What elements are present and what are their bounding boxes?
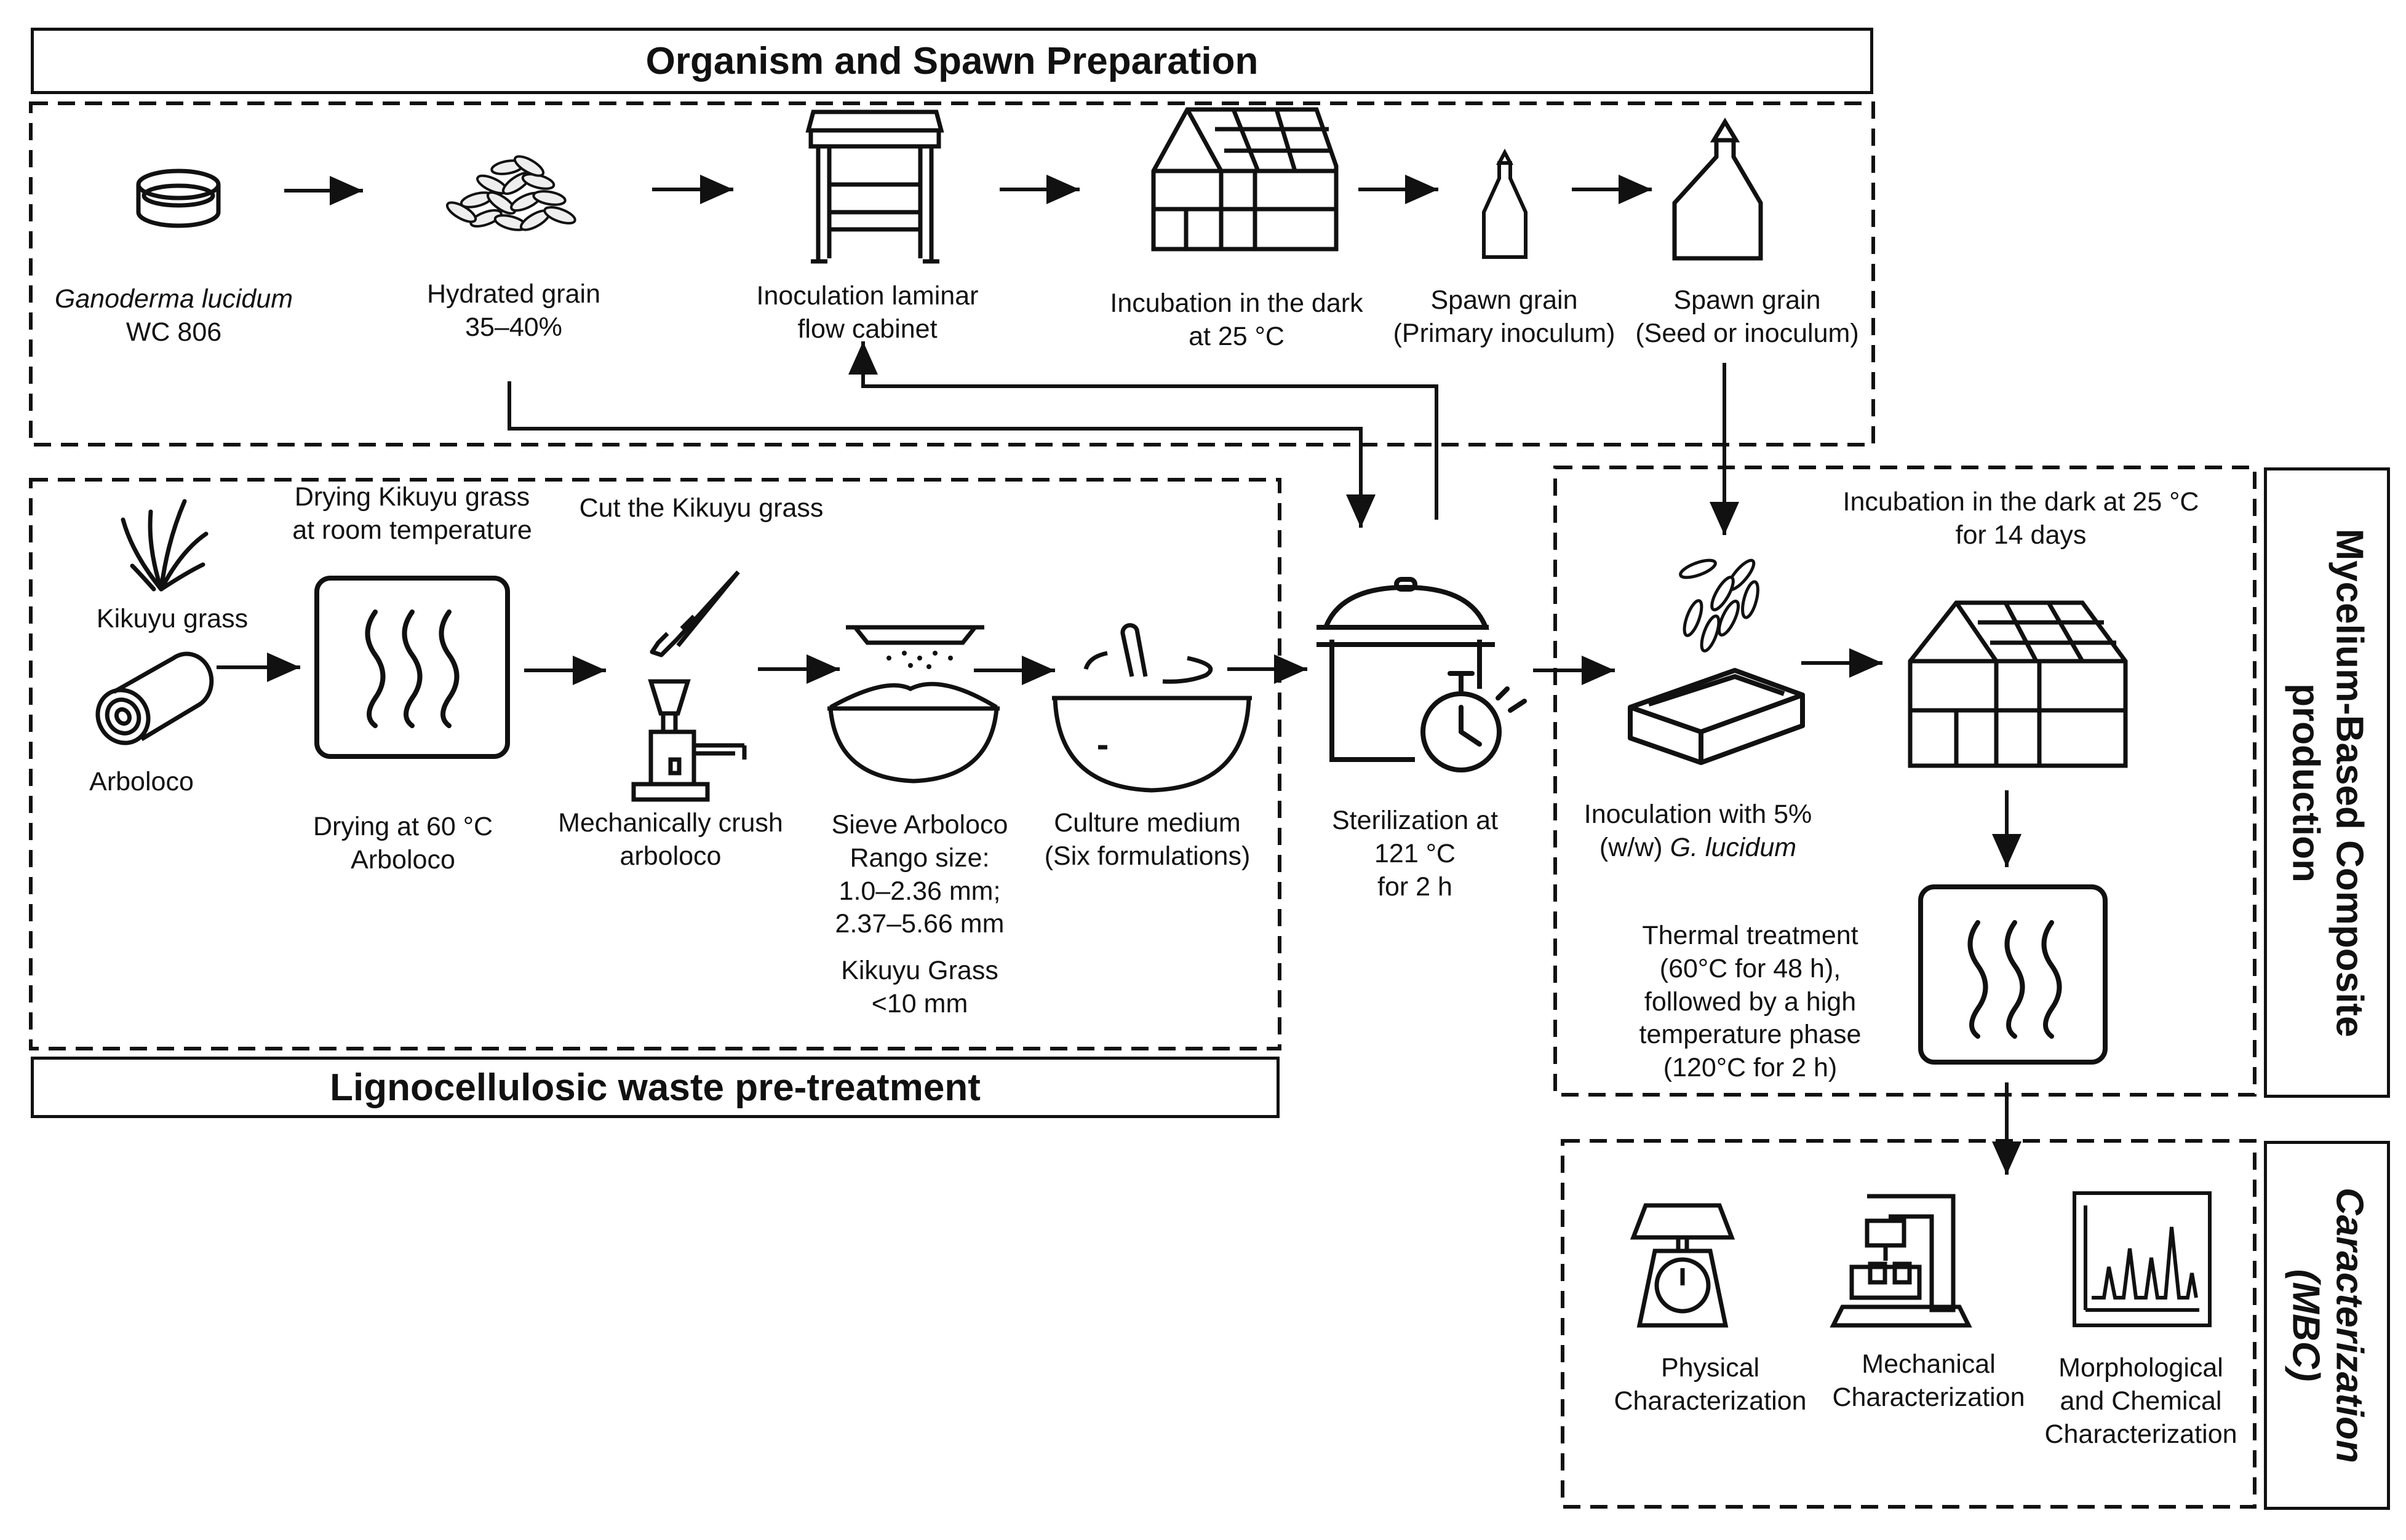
culture-medium-label: Culture medium (Six formulations) xyxy=(1044,808,1251,871)
seeds-icon xyxy=(1679,558,1759,653)
drying-oven-icon xyxy=(1918,884,2108,1065)
stopwatch-icon xyxy=(1420,671,1527,772)
small-bottle-icon xyxy=(1482,148,1528,259)
inoculation-label: Inoculation with 5% (w/w) G. lucidum xyxy=(1583,800,1812,862)
sieve-label: Sieve Arboloco Rango size: 1.0–2.36 mm; … xyxy=(831,810,1008,939)
spawn-section-title: Organism and Spawn Preparation xyxy=(31,28,1873,94)
morph-chem-label: Morphological and Chemical Characterizat… xyxy=(2044,1353,2237,1449)
composite-frame xyxy=(1553,466,2257,1097)
composite-title-line2: production xyxy=(2284,683,2327,883)
arboloco-label: Arboloco xyxy=(89,767,194,796)
sterilization-label: Sterilization at 121 °C for 2 h xyxy=(1331,806,1499,902)
kikuyu-size-label: Kikuyu Grass <10 mm xyxy=(841,956,998,1018)
physical-label: Physical Characterization xyxy=(1614,1353,1807,1416)
spawn-frame xyxy=(29,101,1875,447)
waste-frame xyxy=(29,478,1281,1050)
greenhouse-icon xyxy=(1908,600,2128,768)
incubation-14-label: Incubation in the dark at 25 °C for 14 d… xyxy=(1842,487,2199,550)
characterization-frame xyxy=(1561,1139,2257,1509)
flow-cabinet-label: Inoculation laminar flow cabinet xyxy=(756,281,979,344)
petri-dish-icon xyxy=(136,169,221,228)
waste-section-title-text: Lignocellulosic waste pre-treatment xyxy=(330,1066,981,1109)
grinder-icon xyxy=(631,679,747,802)
mechanical-label: Mechanical Characterization xyxy=(1832,1349,2025,1412)
characterization-section-title: Caracterization (MBC) xyxy=(2264,1141,2390,1510)
spawn-section-title-text: Organism and Spawn Preparation xyxy=(645,39,1259,82)
spectrum-chart-icon xyxy=(2073,1191,2212,1327)
spawn-primary-label: Spawn grain (Primary inoculum) xyxy=(1393,285,1615,348)
mixing-bowl-icon xyxy=(1052,623,1252,793)
composite-title-line1: Mycelium-Based Composite xyxy=(2327,528,2370,1037)
cut-grass-label: Cut the Kikuyu grass xyxy=(579,493,824,523)
characterization-title-line2: (MBC) xyxy=(2284,1269,2327,1382)
drying-60-label: Drying at 60 °C Arboloco xyxy=(313,812,493,875)
arrow-grain-to-sterilization xyxy=(508,381,1376,528)
crush-label: Mechanically crush arboloco xyxy=(558,808,783,871)
drying-oven-icon xyxy=(314,576,510,759)
tray-icon xyxy=(1628,668,1805,765)
knife-icon xyxy=(650,570,740,657)
waste-section-title: Lignocellulosic waste pre-treatment xyxy=(31,1057,1280,1118)
sieve-bowl-icon xyxy=(827,625,1000,784)
scale-icon xyxy=(1630,1203,1735,1328)
arrow-sterilization-to-cabinet xyxy=(848,341,1438,520)
thermal-treatment-label: Thermal treatment (60°C for 48 h), follo… xyxy=(1639,921,1862,1082)
spawn-seed-label: Spawn grain (Seed or inoculum) xyxy=(1635,285,1859,348)
characterization-title-line1: Caracterization xyxy=(2327,1188,2370,1463)
greenhouse-icon xyxy=(1151,107,1339,252)
organism-label: Ganoderma lucidum WC 806 xyxy=(54,284,293,347)
composite-section-title: Mycelium-Based Composite production xyxy=(2264,467,2390,1098)
flow-cabinet-icon xyxy=(805,109,944,264)
microscope-icon xyxy=(1830,1194,1972,1328)
drying-grass-label: Drying Kikuyu grass at room temperature xyxy=(292,482,532,545)
grain-pile-icon xyxy=(445,155,576,231)
hydrated-grain-label: Hydrated grain 35–40% xyxy=(426,279,601,342)
large-bottle-icon xyxy=(1672,117,1763,261)
sterilizer-pot-icon xyxy=(1317,577,1495,762)
incubation-dark-label: Incubation in the dark at 25 °C xyxy=(1110,288,1363,351)
log-icon xyxy=(95,651,214,745)
kikuyu-label: Kikuyu grass xyxy=(96,604,249,633)
grass-icon xyxy=(121,499,209,592)
